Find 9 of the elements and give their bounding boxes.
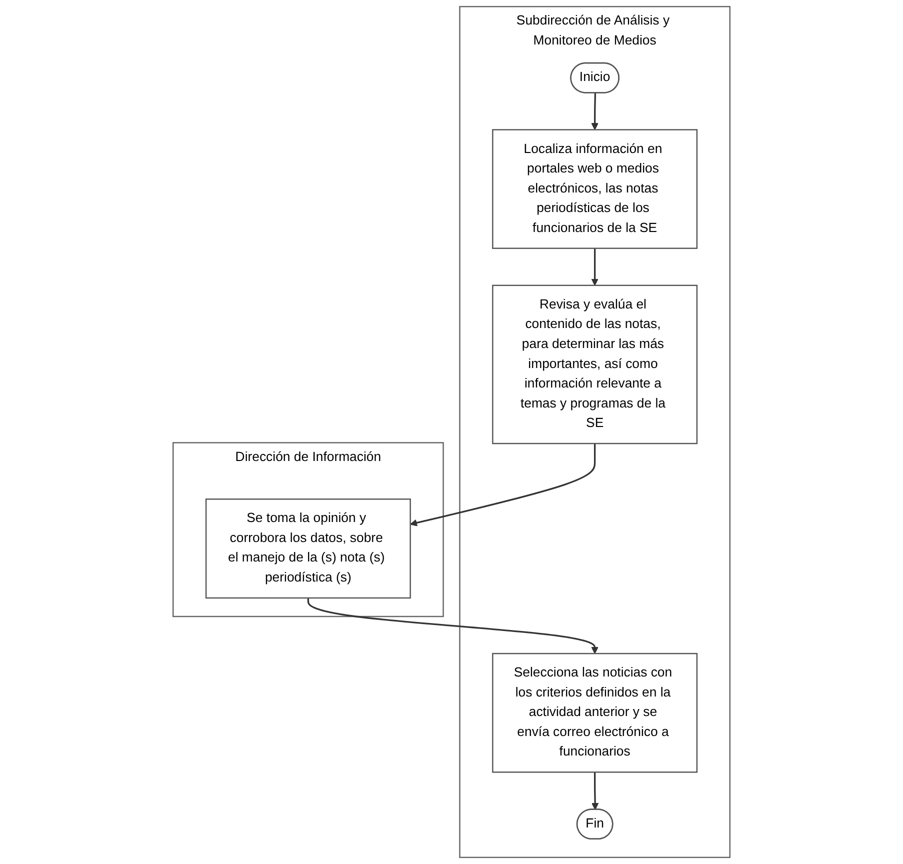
node-box: Revisa y evalúa el contenido de las notas, para determinar las más importantes, así como información relevante a temas y programas de la SE: [492, 284, 698, 444]
arrow: [591, 772, 599, 810]
node-box: Localiza información en portales web o medios electrónicos, las notas periodísticas de los funcionarios de la SE: [492, 129, 698, 249]
node-box: Selecciona las noticias con los criterios definidos en la actividad anterior y se envía correo electrónico a funcionarios: [492, 652, 698, 773]
arrow: [591, 93, 598, 130]
arrow: [410, 444, 596, 526]
node-box: Se toma la opinión y corrobora los datos, sobre el manejo de la (s) nota (s) periodística (s): [205, 498, 411, 599]
arrow: [307, 598, 598, 654]
arrow: [591, 248, 598, 286]
